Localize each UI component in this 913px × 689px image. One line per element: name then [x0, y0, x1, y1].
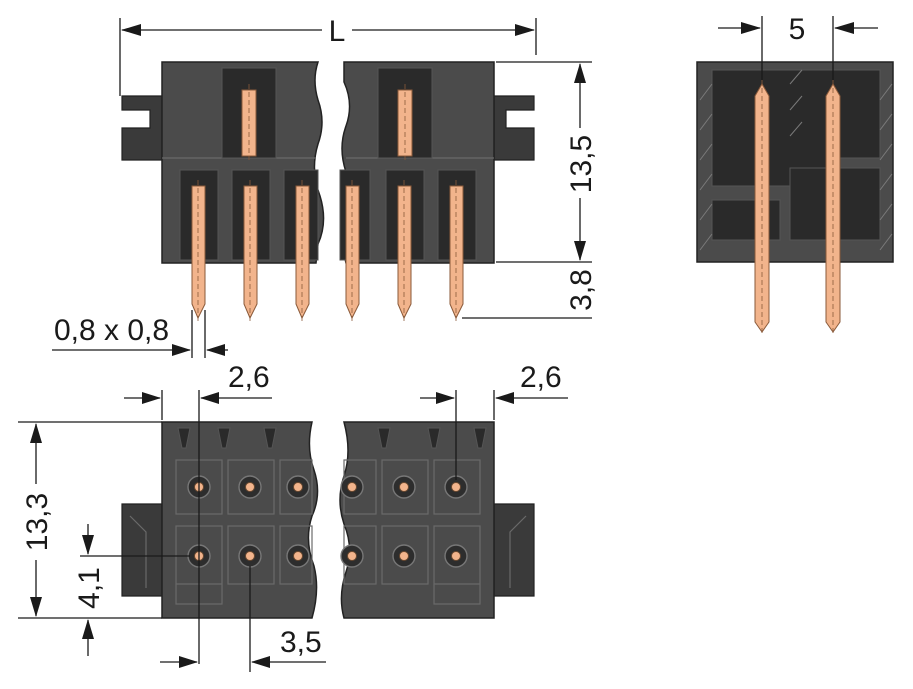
dim-pin-length-label: 3,8 — [565, 269, 598, 311]
dim-pitch-side-label: 5 — [789, 13, 806, 46]
dim-edge-right-label: 2,6 — [520, 361, 562, 394]
dim-pin-section-label: 0,8 x 0,8 — [54, 314, 169, 347]
bottom-view: 2,6 2,6 13,3 4, — [18, 361, 568, 672]
dim-pin-section: 0,8 x 0,8 — [52, 310, 228, 358]
dim-height-bottom: 13,3 — [18, 421, 162, 619]
front-view: L 13,5 3,8 0,8 x 0,8 — [52, 15, 598, 358]
front-upper-pin — [397, 89, 413, 157]
side-pins — [754, 80, 841, 336]
dim-pitch-bottom-label: 3,5 — [280, 626, 322, 659]
bottom-latch-right — [493, 503, 535, 597]
bottom-notches — [177, 427, 487, 449]
dim-length: L — [119, 15, 537, 96]
bottom-housing-left — [161, 421, 319, 619]
dim-edge-left-label: 2,6 — [228, 361, 270, 394]
dim-height-top-label: 13,5 — [565, 135, 598, 193]
dim-height-bottom-label: 13,3 — [21, 493, 54, 551]
front-latch-left — [121, 95, 163, 161]
dim-edge-left: 2,6 — [124, 361, 272, 664]
front-upper-pin — [241, 89, 257, 157]
dim-hole-offset: 4,1 — [73, 524, 190, 656]
front-lower-pins — [191, 180, 464, 322]
bottom-cells — [175, 459, 481, 605]
bottom-housing-right — [339, 421, 495, 619]
bottom-holes — [187, 475, 468, 568]
dim-pitch-bottom: 3,5 — [160, 566, 326, 672]
side-view: 5 — [696, 13, 894, 336]
bottom-latch-left — [121, 503, 163, 597]
dim-pin-length: 3,8 — [462, 269, 598, 319]
dim-hole-offset-label: 4,1 — [73, 567, 106, 609]
side-hatching — [699, 69, 893, 251]
dim-pitch-side: 5 — [718, 13, 878, 80]
dim-edge-right: 2,6 — [420, 361, 568, 480]
dim-height-top: 13,5 — [496, 61, 598, 263]
dim-length-label: L — [329, 15, 346, 48]
front-latch-right — [493, 95, 535, 161]
